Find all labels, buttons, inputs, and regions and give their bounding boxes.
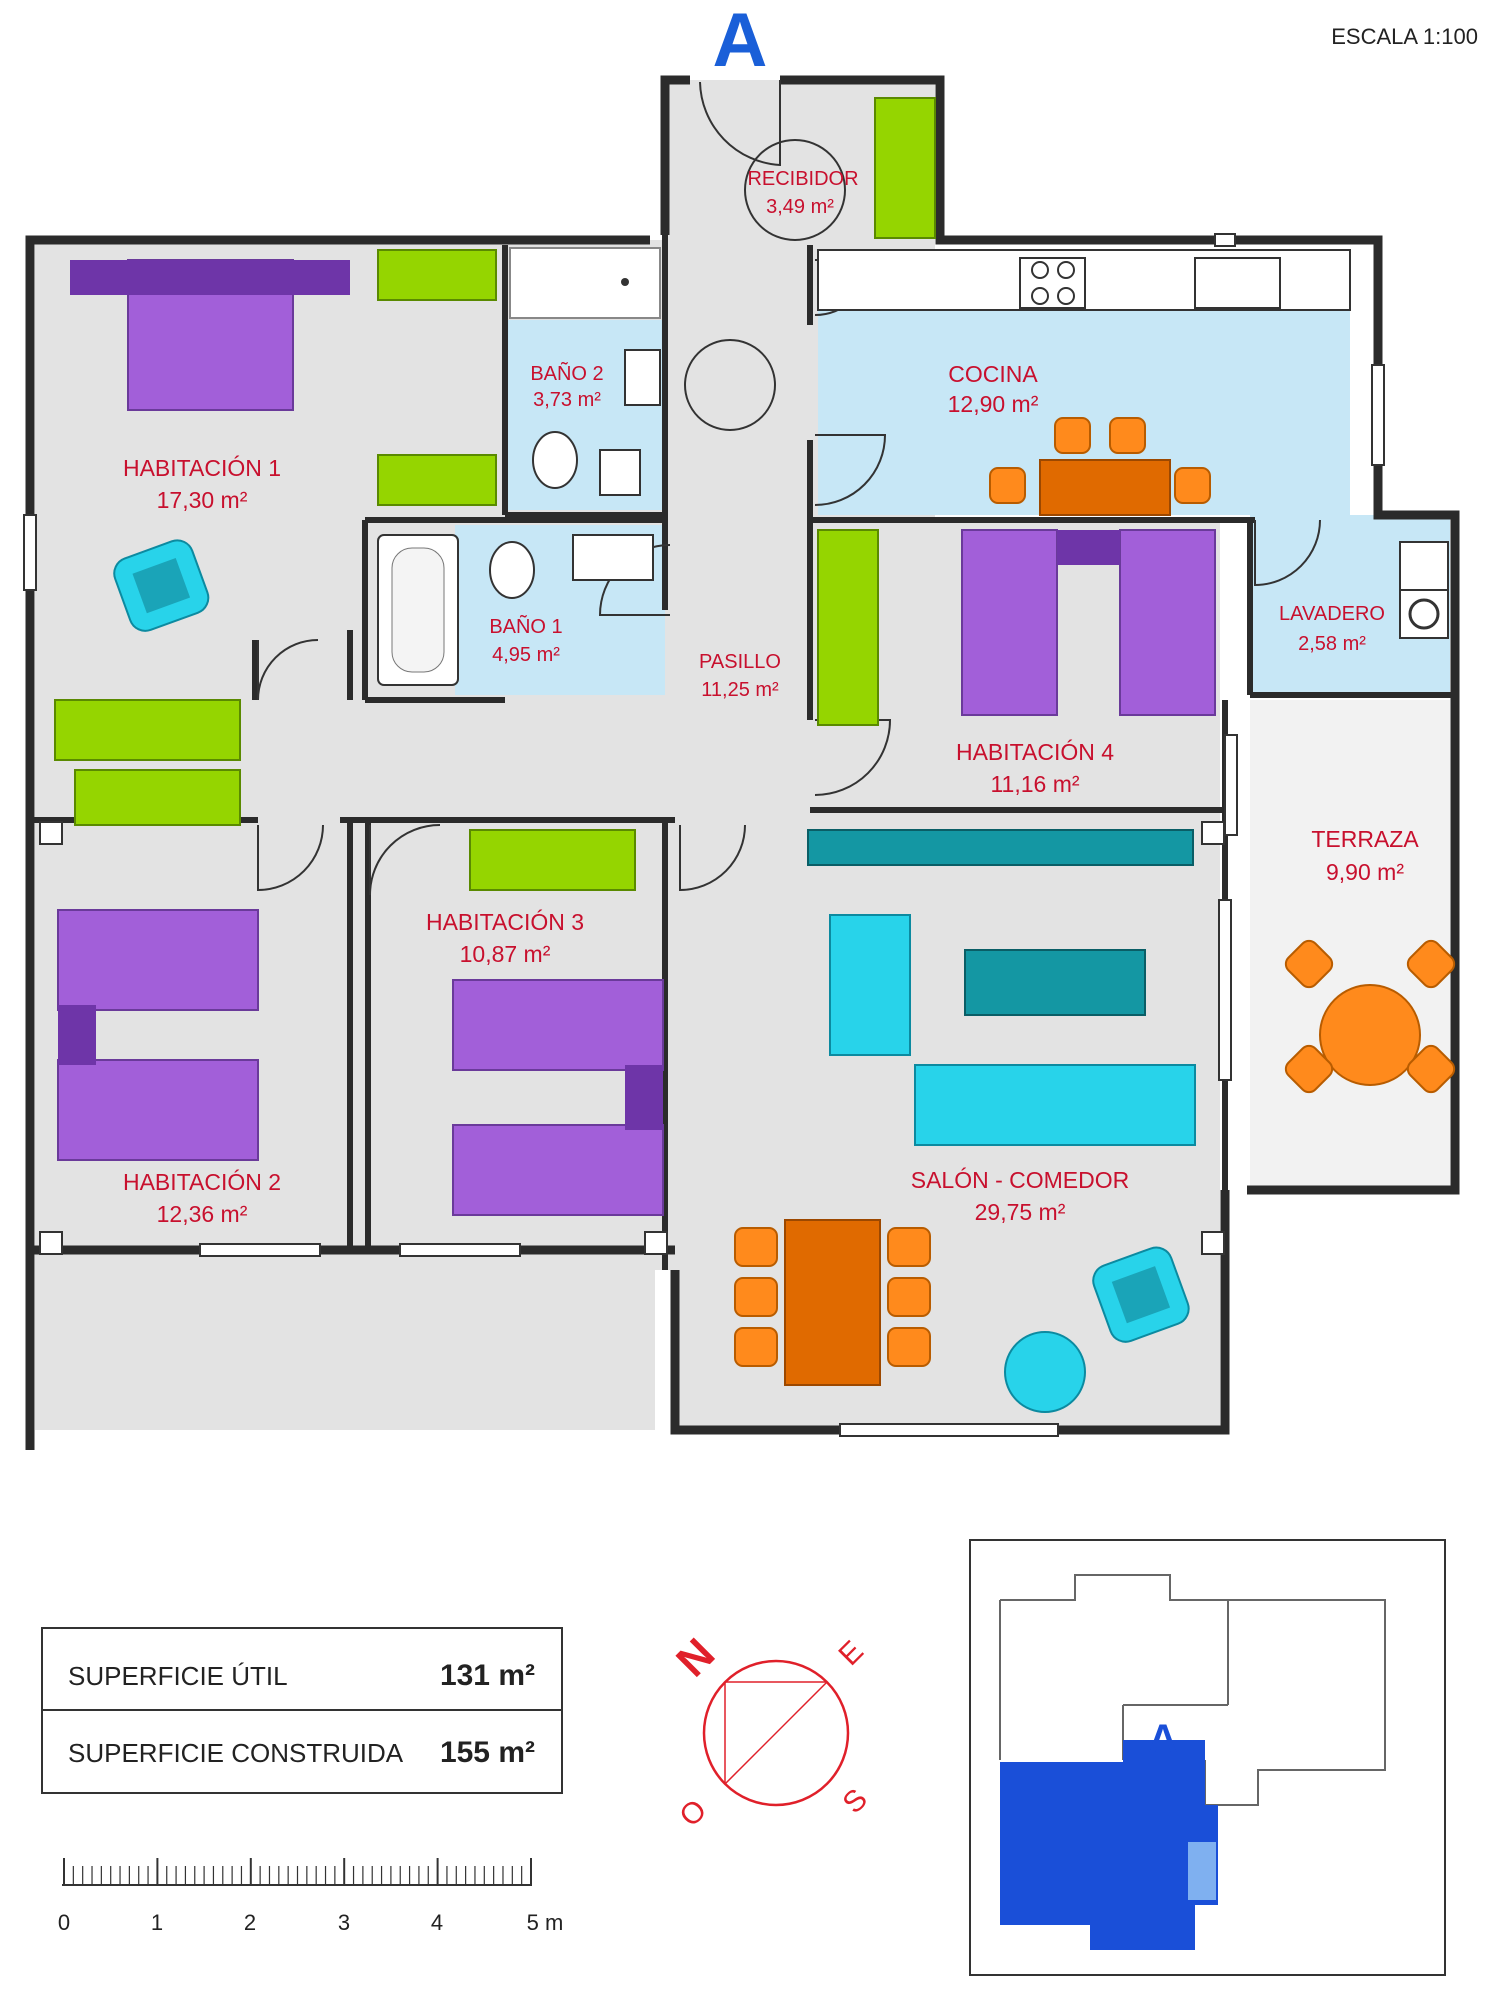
room-labels: RECIBIDOR 3,49 m² BAÑO 2 3,73 m² COCINA …: [123, 139, 1419, 1227]
area-summary-table: SUPERFICIE ÚTIL 131 m² SUPERFICIE CONSTR…: [41, 1627, 563, 1794]
bathroom-1-fixtures: [377, 534, 654, 686]
room-area-salon-comedor: 29,75 m²: [975, 1199, 1066, 1225]
bathroom-2-fixtures: [509, 247, 661, 496]
room-name-habitacion-3: HABITACIÓN 3: [426, 909, 584, 935]
compass-s: S: [837, 1783, 874, 1820]
scale-tick-3: 3: [338, 1910, 350, 1935]
compass-n: N: [667, 1629, 724, 1686]
room-area-habitacion-2: 12,36 m²: [157, 1201, 248, 1227]
room-name-pasillo: PASILLO: [699, 651, 781, 673]
compass-e: E: [833, 1635, 870, 1672]
scale-tick-4: 4: [431, 1910, 443, 1935]
room-name-habitacion-4: HABITACIÓN 4: [956, 739, 1114, 765]
room-name-lavadero: LAVADERO: [1279, 603, 1385, 625]
room-name-habitacion-2: HABITACIÓN 2: [123, 1169, 281, 1195]
compass-o: O: [673, 1793, 713, 1833]
room-name-terraza: TERRAZA: [1311, 826, 1419, 852]
scale-tick-0: 0: [58, 1910, 70, 1935]
laundry-fixtures: [1399, 541, 1449, 639]
room-area-habitacion-4: 11,16 m²: [990, 771, 1079, 797]
bedroom-4-furniture: [817, 529, 1216, 726]
unit-letter-title: A: [713, 0, 768, 83]
room-area-cocina: 12,90 m²: [948, 391, 1039, 417]
room-area-lavadero: 2,58 m²: [1298, 633, 1366, 655]
room-name-recibidor: RECIBIDOR: [747, 168, 858, 190]
scale-tick-2: 2: [244, 1910, 256, 1935]
scale-label: ESCALA 1:100: [1331, 24, 1478, 49]
room-area-pasillo: 11,25 m²: [701, 679, 779, 701]
room-name-salon-comedor: SALÓN - COMEDOR: [911, 1167, 1130, 1193]
room-area-bano-1: 4,95 m²: [492, 644, 560, 666]
summary-value-construida: 155 m²: [440, 1736, 535, 1769]
scale-bar-ticks: [63, 1858, 532, 1885]
exterior-walls: [25, 75, 1460, 1450]
interior-walls: [30, 235, 1455, 1270]
terrace-furniture: [1284, 939, 1456, 1094]
scale-tick-5: 5 m: [527, 1910, 564, 1935]
summary-value-util: 131 m²: [440, 1659, 535, 1692]
living-dining-furniture: [734, 829, 1196, 1413]
scale-tick-1: 1: [151, 1910, 163, 1935]
room-area-habitacion-3: 10,87 m²: [460, 941, 551, 967]
key-plan: A: [969, 1539, 1446, 1976]
bedroom-3-furniture: [452, 829, 664, 1216]
scale-bar: 0 1 2 3 4 5 m: [58, 1858, 563, 1935]
kitchen-fixtures: [817, 249, 1351, 516]
bedroom-2-furniture: [57, 769, 259, 1161]
room-area-bano-2: 3,73 m²: [533, 389, 601, 411]
room-area-habitacion-1: 17,30 m²: [157, 487, 248, 513]
structural-columns: [39, 821, 1225, 1255]
room-name-bano-1: BAÑO 1: [489, 614, 562, 638]
keyplan-unit-letter: A: [1149, 1717, 1178, 1761]
compass-rose: N E S O: [667, 1629, 874, 1833]
room-area-terraza: 9,90 m²: [1326, 859, 1404, 885]
room-area-recibidor: 3,49 m²: [766, 196, 834, 218]
windows: [23, 233, 1385, 1437]
room-name-habitacion-1: HABITACIÓN 1: [123, 455, 281, 481]
room-name-cocina: COCINA: [948, 361, 1038, 387]
hall-wardrobe: [874, 97, 936, 239]
room-name-bano-2: BAÑO 2: [530, 361, 603, 385]
summary-label-util: SUPERFICIE ÚTIL: [68, 1661, 288, 1691]
bedroom-1-furniture: [54, 249, 497, 761]
summary-label-construida: SUPERFICIE CONSTRUIDA: [68, 1738, 404, 1768]
